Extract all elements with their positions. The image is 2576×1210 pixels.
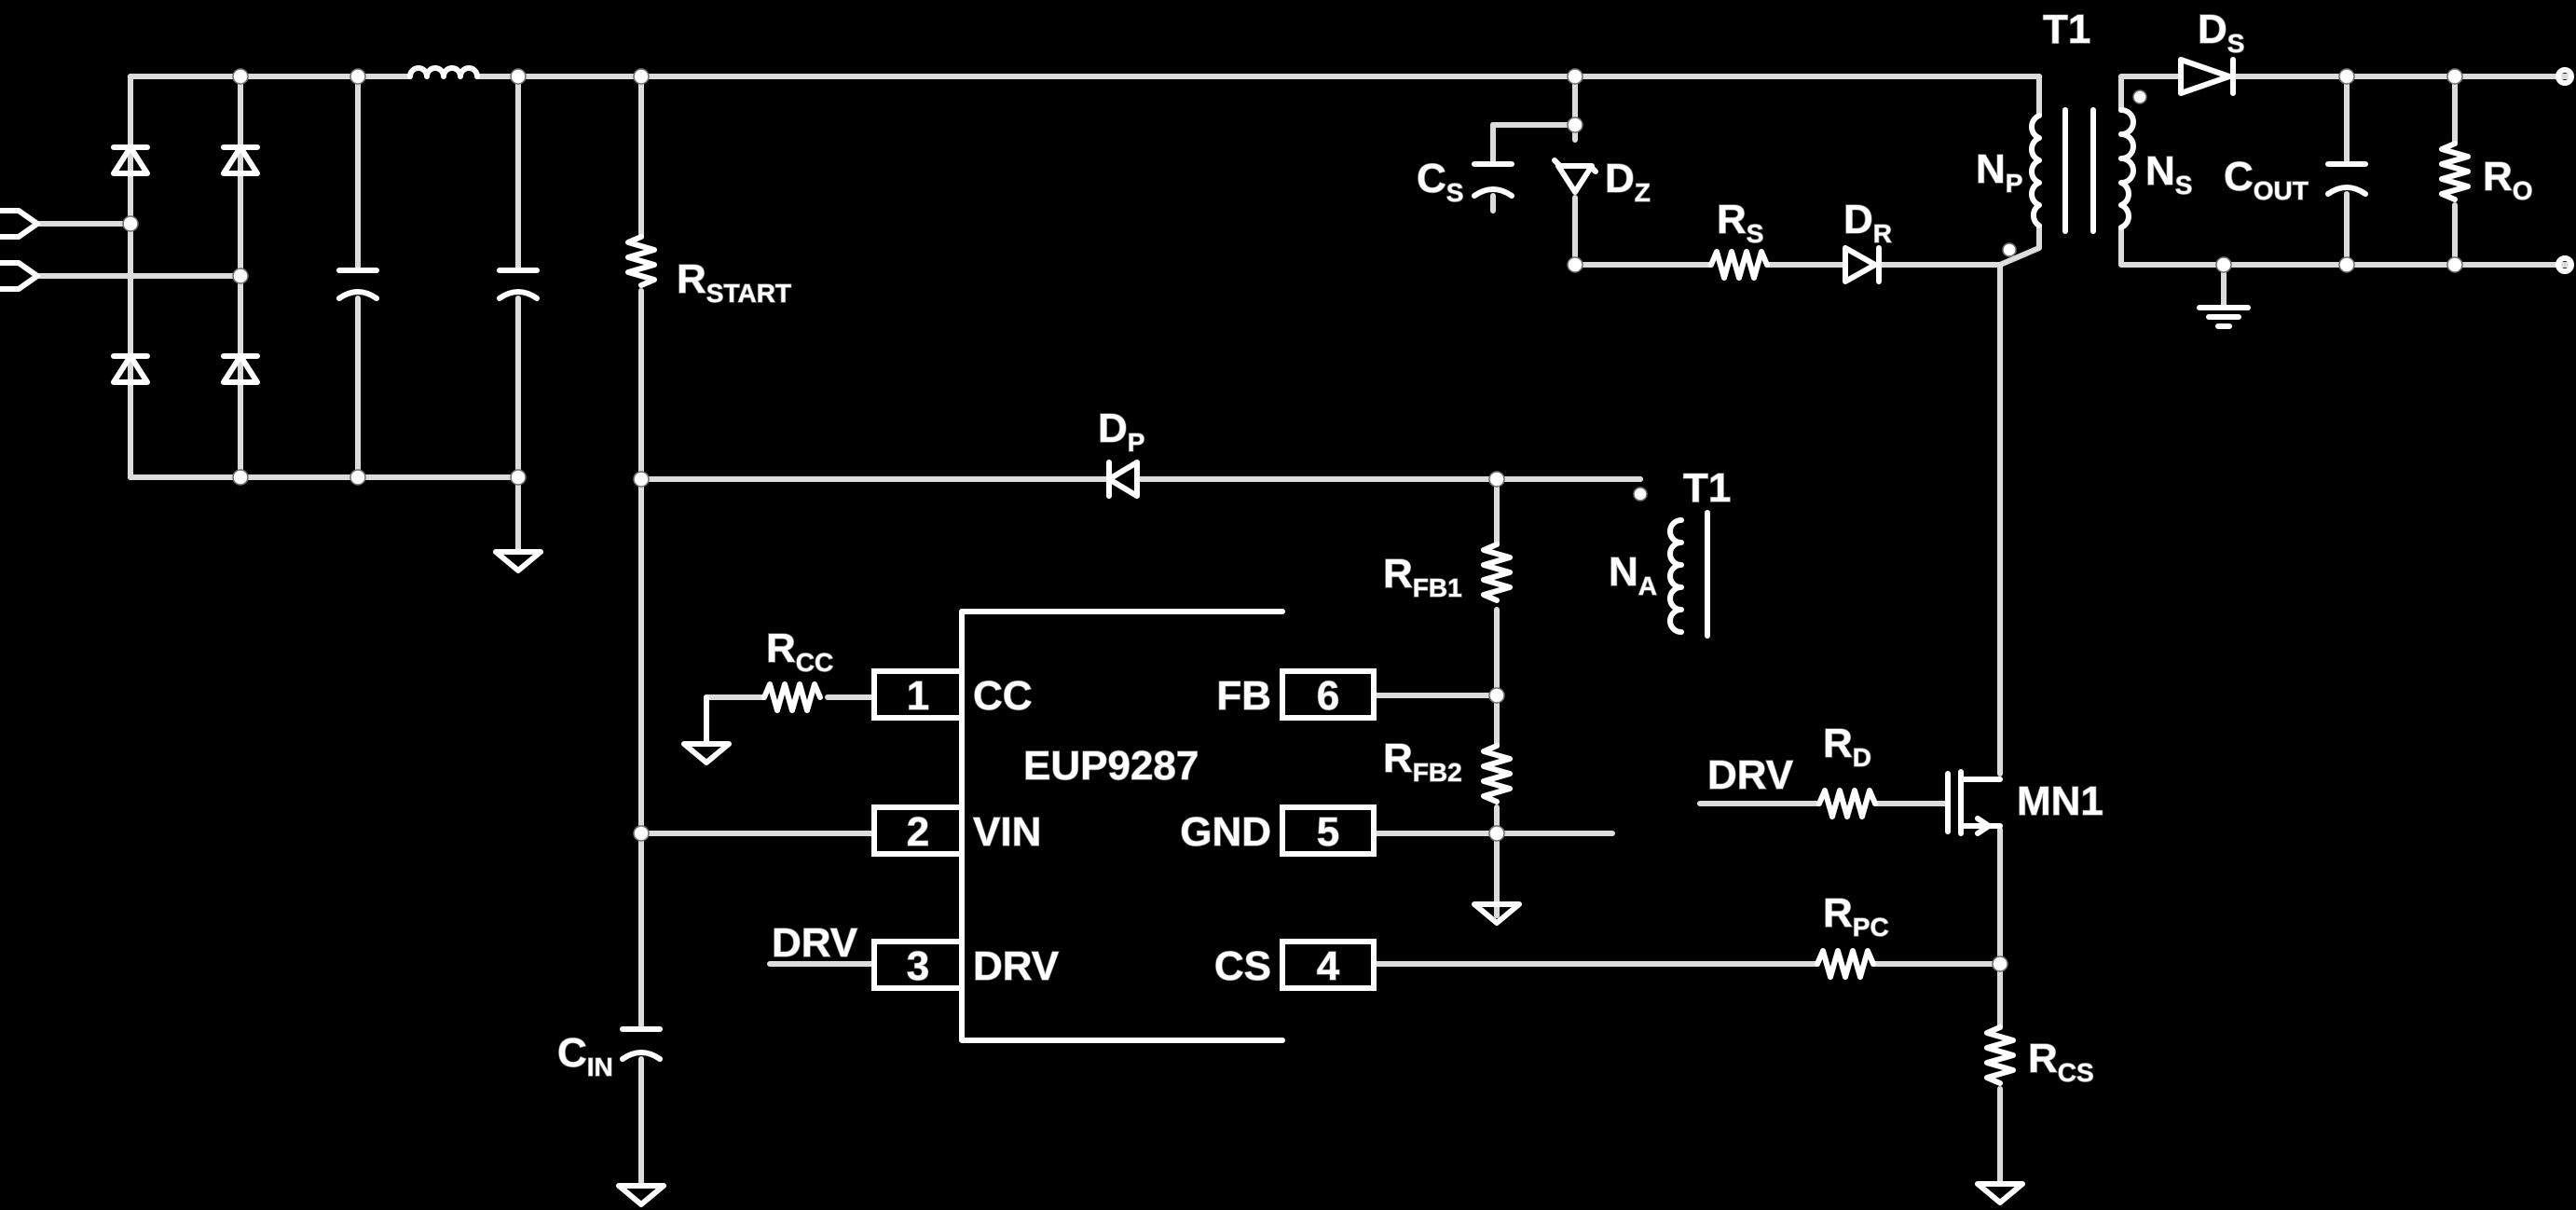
- rfb2-resistor: [1481, 743, 1513, 804]
- pin1-number: 1: [907, 673, 929, 719]
- label-rfb2: RFB2: [1383, 736, 1462, 787]
- polarity-dot-aux: [1633, 487, 1648, 502]
- wire-secondary-bottom: [2118, 225, 2573, 268]
- pin5-name: GND: [1180, 809, 1271, 855]
- rd-resistor: [1816, 788, 1878, 819]
- rpc-resistor: [1815, 948, 1876, 980]
- label-na: NA: [1609, 549, 1657, 600]
- pin6-number: 6: [1317, 673, 1339, 719]
- ground-rcc: [681, 694, 732, 765]
- label-t1-top: T1: [2043, 7, 2090, 52]
- rcc-resistor: [761, 681, 823, 713]
- label-rfb1: RFB1: [1383, 551, 1462, 602]
- pin4-number: 4: [1317, 943, 1340, 989]
- pin3-name: DRV: [973, 943, 1060, 989]
- rcs-resistor: [1984, 1024, 2016, 1086]
- pin3-number: 3: [907, 943, 929, 989]
- pin5-number: 5: [1317, 809, 1339, 855]
- secondary-winding: [2118, 107, 2136, 230]
- ic-pin-box-1: [871, 668, 965, 721]
- input-inductor: [407, 65, 480, 79]
- ground-rectifier: [493, 549, 543, 573]
- cin-capacitor: [620, 1026, 663, 1062]
- label-dz: DZ: [1605, 156, 1651, 207]
- bulk-capacitor-1: [336, 268, 379, 301]
- output-terminal-positive: [2555, 67, 2574, 86]
- label-drv-pin3: DRV: [772, 920, 858, 966]
- ground-rcs: [1975, 1181, 2025, 1205]
- clamp-capacitor: [1472, 161, 1514, 199]
- ic-part-number: EUP9287: [1023, 743, 1199, 789]
- label-rcs: RCS: [2028, 1036, 2094, 1087]
- label-np: NP: [1976, 146, 2022, 198]
- label-dr: DR: [1843, 197, 1892, 248]
- ro-resistor: [2439, 141, 2471, 202]
- ac-input-terminal-2: [0, 260, 40, 292]
- label-cs-cap: CS: [1417, 156, 1463, 207]
- bridge-diode-1: [111, 144, 150, 176]
- junction-dots: [122, 68, 2463, 972]
- label-ro: RO: [2483, 154, 2533, 205]
- bridge-diode-2: [221, 144, 260, 176]
- ic-pin-box-4: [1280, 939, 1377, 991]
- polarity-dot-primary: [2002, 242, 2017, 257]
- polarity-dot-secondary: [2132, 89, 2147, 104]
- bridge-diode-3: [111, 353, 150, 385]
- ds-diode: [2178, 57, 2236, 96]
- dp-diode: [1106, 460, 1140, 499]
- ground-secondary: [2197, 305, 2251, 329]
- ic-pin-box-5: [1280, 804, 1377, 857]
- wire-primary-bottom: [1997, 223, 2042, 268]
- pin6-name: FB: [1216, 673, 1271, 719]
- cout-capacitor: [2325, 161, 2368, 197]
- label-rd: RD: [1823, 721, 1871, 772]
- dr-diode: [1843, 245, 1882, 284]
- label-rstart: RSTART: [677, 256, 791, 308]
- ac-input-terminal-1: [0, 208, 40, 240]
- ic-pin-box-3: [871, 939, 965, 991]
- rfb1-resistor: [1481, 542, 1513, 603]
- label-dp: DP: [1098, 406, 1144, 457]
- label-ds: DS: [2198, 7, 2244, 58]
- bulk-capacitor-2: [497, 268, 540, 301]
- wire-secondary-top: [2118, 74, 2573, 113]
- label-drv-gate: DRV: [1707, 752, 1794, 798]
- rstart-resistor: [625, 234, 657, 288]
- label-rcc: RCC: [766, 626, 833, 677]
- wires: [34, 74, 2573, 1189]
- bridge-diode-4: [221, 353, 260, 385]
- pin2-number: 2: [907, 809, 929, 855]
- ground-cin: [616, 1183, 666, 1207]
- dz-zener: [1552, 158, 1598, 195]
- rs-resistor: [1708, 249, 1770, 281]
- label-ns: NS: [2145, 148, 2192, 199]
- mn1-mosfet: [1945, 769, 2003, 836]
- label-rs: RS: [1717, 197, 1763, 248]
- labels: T1 DS CS DZ RS DR NP NS COUT RO RSTART D…: [556, 6, 2533, 1087]
- label-mn1: MN1: [2017, 778, 2103, 824]
- label-t1-aux: T1: [1683, 465, 1731, 511]
- pin2-name: VIN: [973, 809, 1041, 855]
- label-cout: COUT: [2224, 154, 2309, 205]
- ic-pin-box-6: [1280, 668, 1377, 721]
- ic-pin-box-2: [871, 804, 965, 857]
- pin1-name: CC: [973, 673, 1033, 719]
- pin4-name: CS: [1214, 943, 1271, 989]
- aux-winding: [1667, 517, 1684, 635]
- label-cin: CIN: [557, 1030, 613, 1081]
- label-rpc: RPC: [1823, 890, 1889, 942]
- output-terminal-negative: [2555, 255, 2574, 274]
- ground-rfb: [1472, 901, 1522, 926]
- primary-winding: [2029, 113, 2042, 228]
